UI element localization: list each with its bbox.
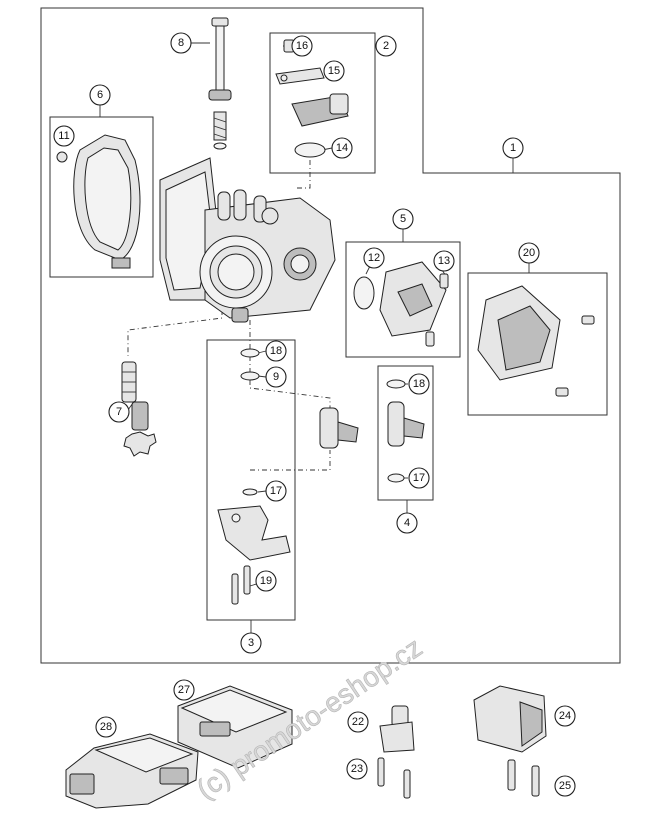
svg-text:17: 17 — [413, 472, 425, 484]
callout-13: 13 — [433, 250, 455, 272]
frame-group-2 — [269, 32, 376, 174]
part-2-sensor-group — [275, 39, 349, 158]
callout-14: 14 — [331, 137, 353, 159]
callout-7: 7 — [108, 401, 130, 423]
svg-text:8: 8 — [178, 37, 184, 49]
svg-text:18: 18 — [413, 378, 425, 390]
part-22-sensor — [379, 705, 415, 753]
callout-1: 1 — [502, 137, 524, 159]
svg-text:2: 2 — [383, 40, 389, 52]
callout-5: 5 — [392, 208, 414, 230]
callout-19: 19 — [255, 570, 277, 592]
svg-text:9: 9 — [273, 371, 279, 383]
svg-text:27: 27 — [178, 684, 190, 696]
callout-20: 20 — [518, 242, 540, 264]
assembly-lines — [127, 160, 331, 471]
svg-text:17: 17 — [270, 485, 282, 497]
svg-text:4: 4 — [404, 517, 410, 529]
part-23-screws — [377, 757, 411, 799]
svg-text:11: 11 — [58, 130, 69, 142]
callout-2: 2 — [375, 35, 397, 57]
svg-text:23: 23 — [351, 763, 363, 775]
svg-text:3: 3 — [248, 637, 254, 649]
svg-text:12: 12 — [368, 252, 380, 264]
callout-15: 15 — [323, 60, 345, 82]
callout-16: 16 — [291, 35, 313, 57]
main-assembly-frame — [40, 7, 621, 664]
svg-text:14: 14 — [336, 142, 348, 154]
part-6-bracket — [56, 134, 141, 269]
frame-group-20 — [467, 272, 608, 416]
part-27-ecu — [177, 685, 293, 769]
part-4-injector-group — [386, 379, 425, 483]
callout-25: 25 — [554, 775, 576, 797]
part-7-sensor — [121, 361, 157, 457]
callout-22: 22 — [347, 711, 369, 733]
part-8-bolt-spring — [208, 17, 232, 150]
svg-text:1: 1 — [510, 142, 516, 154]
svg-text:28: 28 — [100, 721, 112, 733]
svg-text:15: 15 — [328, 65, 340, 77]
callout-23: 23 — [346, 758, 368, 780]
callout-17-group4: 17 — [408, 467, 430, 489]
callout-28: 28 — [95, 716, 117, 738]
svg-text:7: 7 — [116, 406, 122, 418]
callout-18-group3: 18 — [265, 340, 287, 362]
part-1-throttle-body — [159, 157, 336, 323]
callout-12: 12 — [363, 247, 385, 269]
svg-text:20: 20 — [523, 247, 535, 259]
svg-text:19: 19 — [260, 575, 272, 587]
part-3-injector-group — [217, 348, 359, 605]
callout-18-group4: 18 — [408, 373, 430, 395]
leader-lines — [99, 42, 530, 634]
part-25-bolts — [507, 759, 540, 797]
callout-27: 27 — [173, 679, 195, 701]
callout-4: 4 — [396, 512, 418, 534]
svg-text:6: 6 — [97, 89, 103, 101]
callout-6: 6 — [89, 84, 111, 106]
svg-text:16: 16 — [296, 40, 308, 52]
callout-9: 9 — [265, 366, 287, 388]
svg-text:25: 25 — [559, 780, 571, 792]
svg-text:22: 22 — [352, 716, 364, 728]
svg-text:13: 13 — [438, 255, 450, 267]
svg-text:5: 5 — [400, 213, 406, 225]
callout-3: 3 — [240, 632, 262, 654]
part-24-connector — [473, 685, 547, 753]
callout-8: 8 — [170, 32, 192, 54]
svg-text:24: 24 — [559, 710, 571, 722]
frame-group-6 — [49, 116, 154, 278]
part-5-tps-group — [353, 261, 449, 347]
callout-17-group3: 17 — [265, 480, 287, 502]
callout-24: 24 — [554, 705, 576, 727]
frame-group-4 — [377, 365, 434, 501]
part-20-cover — [477, 285, 595, 397]
part-28-ecu — [65, 733, 199, 809]
svg-text:18: 18 — [270, 345, 282, 357]
callout-11: 11 — [53, 125, 75, 147]
